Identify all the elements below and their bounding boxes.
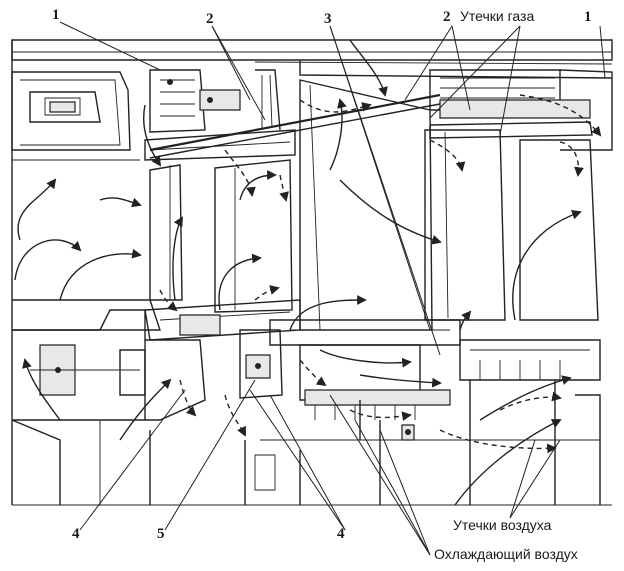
upper-seal-right bbox=[429, 69, 613, 151]
callout-5: 5 bbox=[157, 526, 165, 542]
rotor-blade-2 bbox=[424, 129, 506, 321]
callout-1-left: 1 bbox=[52, 7, 60, 23]
cooling-air-arrows bbox=[14, 39, 582, 506]
callout-4-left: 4 bbox=[72, 526, 80, 542]
upper-seal-left bbox=[144, 69, 296, 161]
gas-leaks-label: Утечки газа bbox=[460, 8, 535, 24]
left-disc bbox=[11, 309, 146, 505]
callout-3-top: 3 bbox=[324, 11, 332, 27]
callout-2-top: 2 bbox=[206, 11, 214, 27]
callout-4-center: 4 bbox=[337, 526, 345, 542]
rotor-blade-3 bbox=[519, 139, 599, 321]
leader-lines bbox=[59, 21, 606, 556]
right-disc bbox=[260, 339, 601, 505]
fasteners bbox=[55, 79, 411, 435]
tie-rod bbox=[149, 93, 441, 152]
nozzle-vane-1 bbox=[11, 71, 140, 161]
cooling-air-label: Охлаждающий воздух bbox=[434, 546, 578, 562]
tie-rod-inner bbox=[149, 103, 441, 159]
callout-2-right: 2 bbox=[443, 9, 451, 25]
center-disc bbox=[144, 299, 461, 505]
leak-paths bbox=[159, 94, 602, 454]
callout-1-right: 1 bbox=[584, 9, 592, 25]
air-leaks-label: Утечки воздуха bbox=[453, 517, 552, 533]
rotor-blade-1 bbox=[12, 164, 183, 331]
lower-structure bbox=[12, 430, 612, 506]
